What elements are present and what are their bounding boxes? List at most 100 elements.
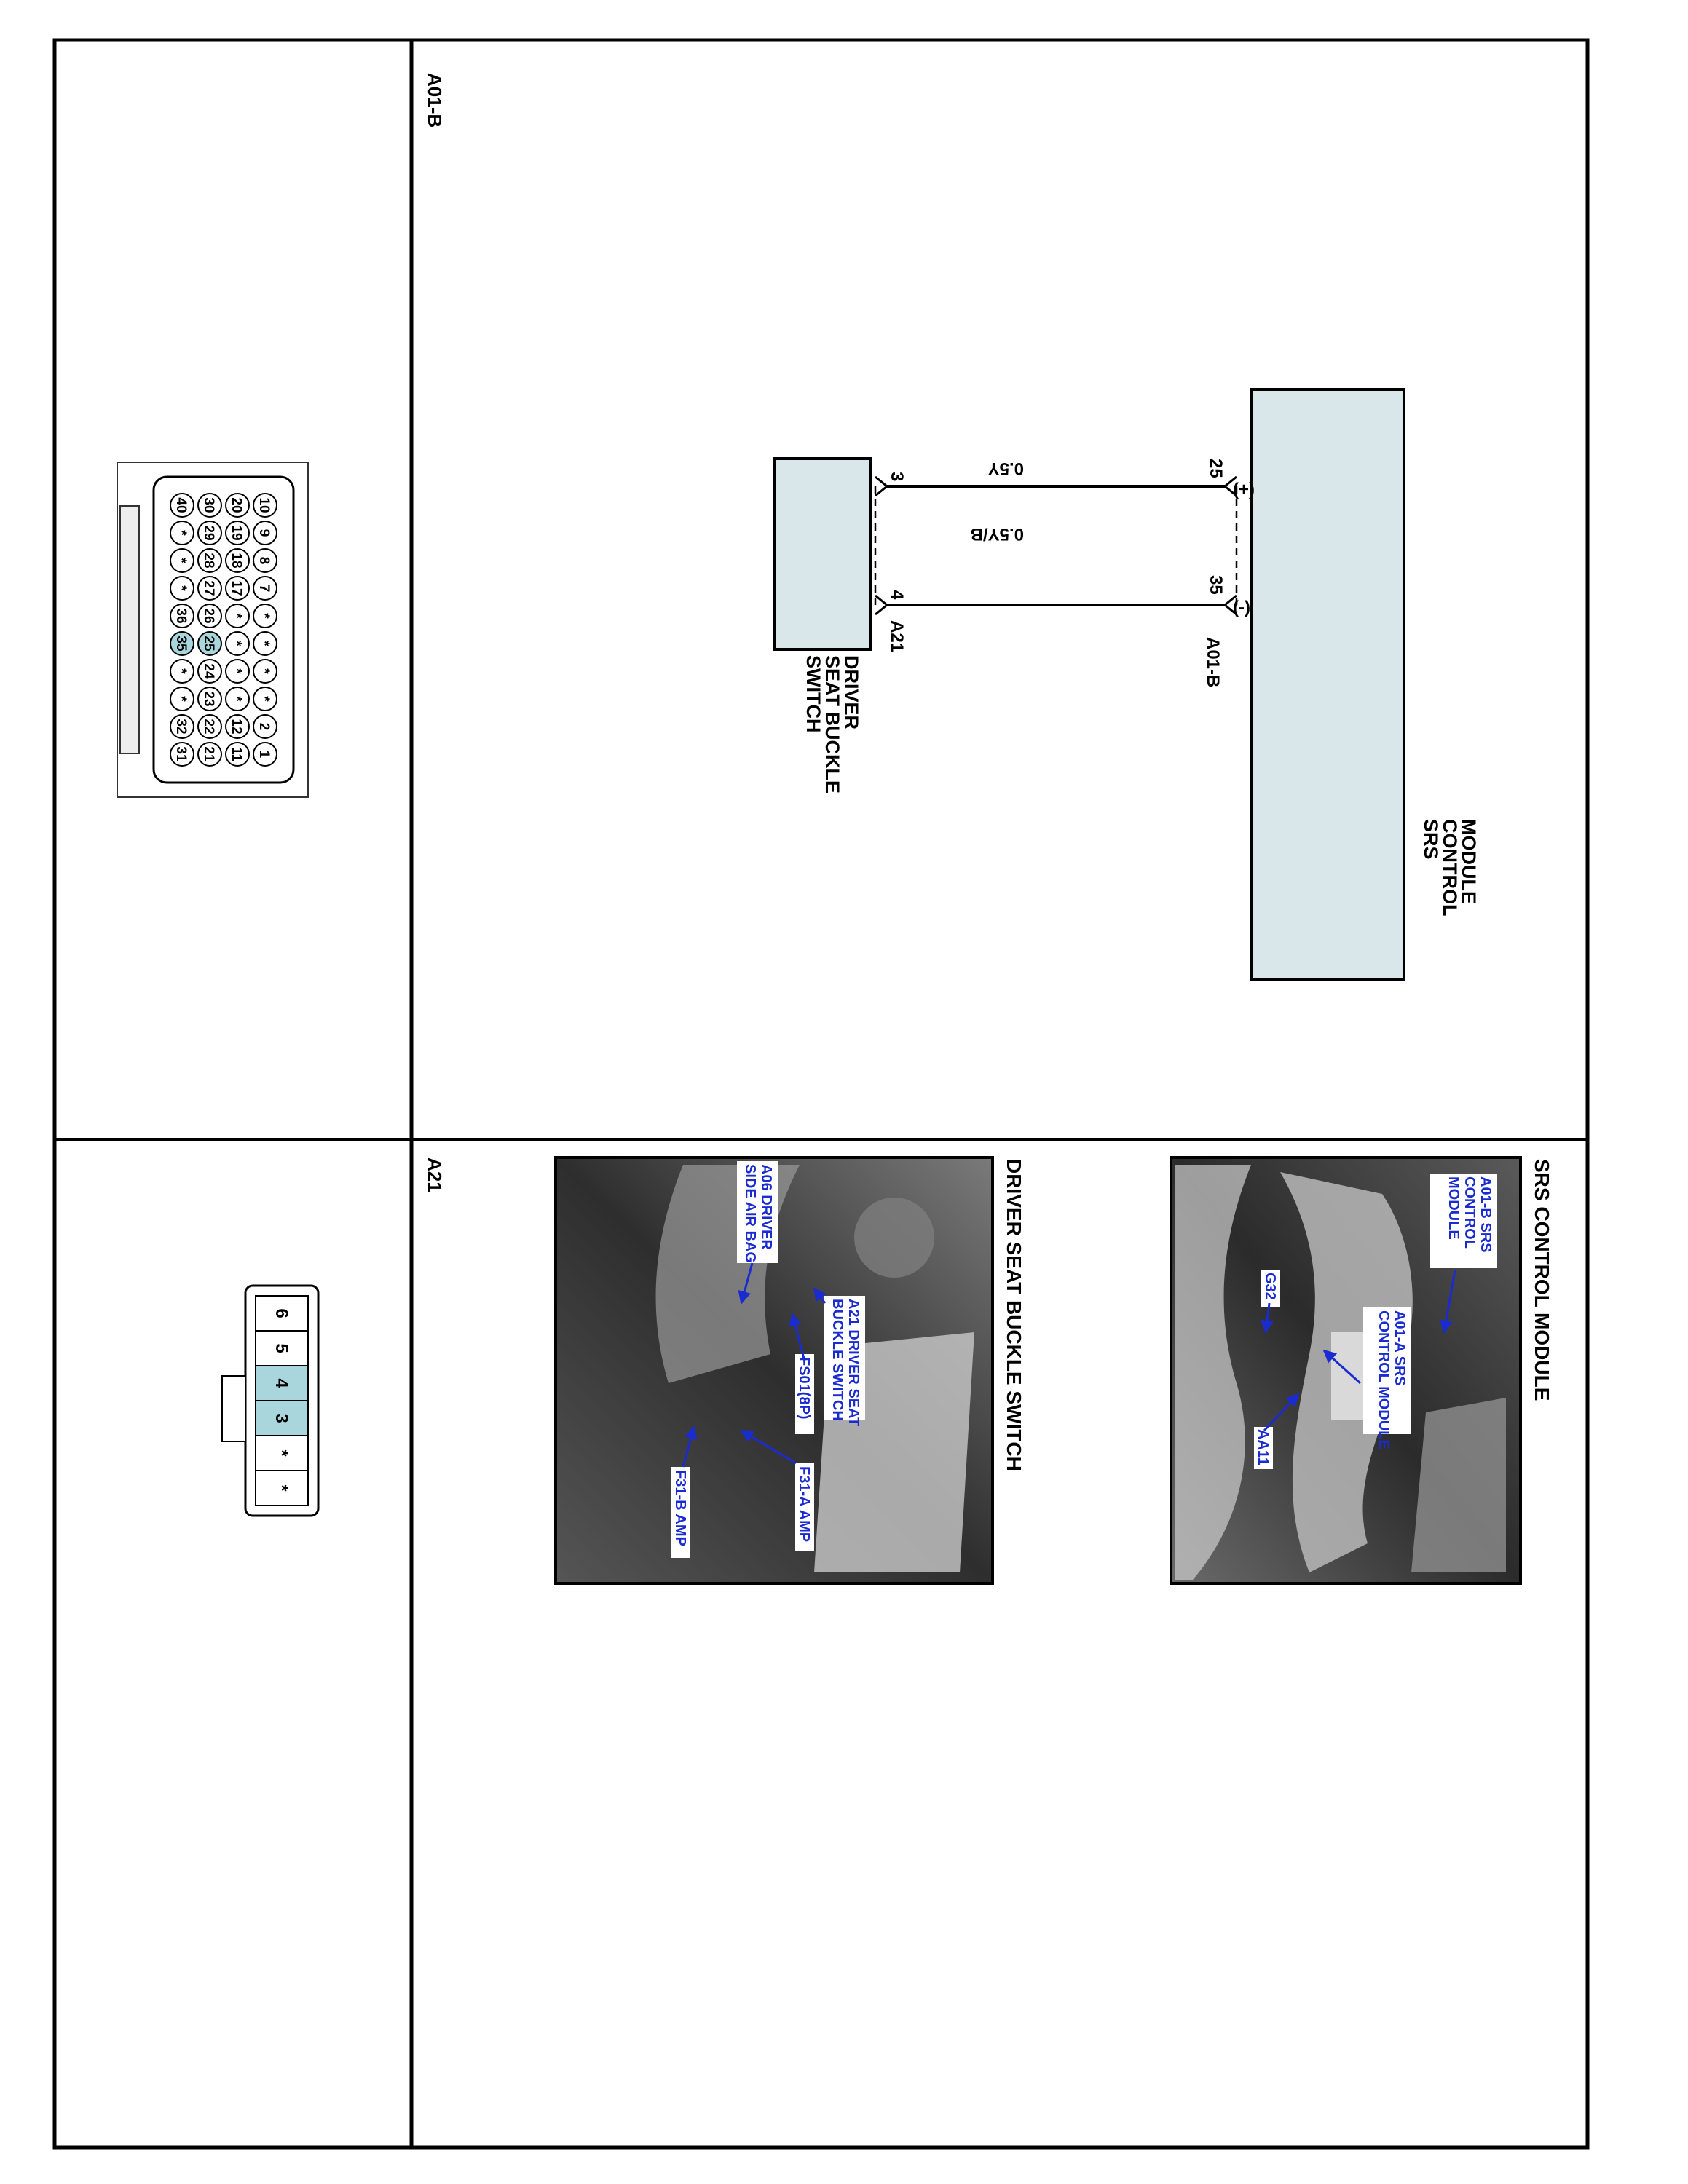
- pin-number: 40: [173, 497, 189, 513]
- module-connector-name: A01-B: [1203, 637, 1223, 687]
- pin-number: 30: [201, 497, 216, 513]
- pin-number: 19: [229, 525, 244, 540]
- label-f31a-amp: F31-A AMP: [740, 1429, 814, 1551]
- label-a21-line2: BUCKLE SWITCH: [829, 1299, 845, 1421]
- pin-cavity: [170, 576, 194, 601]
- outer-frame: [52, 38, 1590, 2150]
- pin-number: 9: [256, 529, 272, 537]
- pin-cavity: [253, 521, 277, 545]
- switch-connector-name: A21: [887, 620, 907, 652]
- connector-a01b-drawing: 10987****2120191817****12113029282726252…: [117, 462, 309, 798]
- pin-number: 2: [256, 723, 272, 731]
- label-a06-line2: SIDE AIR BAG: [742, 1164, 758, 1263]
- photo-bracket-shape: [1411, 1398, 1506, 1572]
- pin-number: 21: [201, 746, 216, 762]
- label-a06-driver-side-air-bag: A06 DRIVER SIDE AIR BAG: [737, 1161, 778, 1305]
- photo-buckle-title: DRIVER SEAT BUCKLE SWITCH: [1003, 1159, 1025, 1471]
- pin-cavity: [197, 742, 222, 767]
- switch-label-3: SWITCH: [802, 655, 824, 732]
- label-g32: G32: [1261, 1270, 1280, 1334]
- pin-cavity: [225, 631, 250, 656]
- module-pin-35: 35: [1206, 575, 1226, 595]
- srs-control-module-box: [1250, 388, 1405, 981]
- pin-number: *: [272, 1449, 291, 1457]
- pin-number: *: [256, 613, 272, 619]
- pin-number: 7: [256, 585, 272, 593]
- pin-cavity: [197, 521, 222, 545]
- pin-cavity: [197, 714, 222, 739]
- pin-number: 11: [229, 747, 244, 762]
- pin-cavity: [225, 493, 250, 518]
- photo-driver-seat-buckle-switch: DRIVER SEAT BUCKLE SWITCH A21 DRIVER SEA…: [554, 1156, 1025, 1585]
- pin-cavity: [253, 576, 277, 601]
- pin-number: *: [229, 641, 244, 646]
- pin-cavity: [170, 742, 194, 767]
- pin-number: 27: [201, 580, 216, 596]
- label-fs01-text: FS01(8P): [796, 1357, 812, 1420]
- pin-number: *: [229, 696, 244, 702]
- pin-cavity: [253, 493, 277, 518]
- label-a01a-line1: A01-A SRS: [1392, 1310, 1408, 1386]
- pin-number: 17: [229, 580, 244, 596]
- label-a01b-srs-module: A01-B SRS CONTROL MODULE: [1430, 1174, 1497, 1334]
- label-a01a-srs-module: A01-A SRS CONTROL MODULE: [1322, 1307, 1411, 1449]
- switch-terminal-4: [875, 594, 889, 616]
- connector-a01b-panel: A01-B 10987****2120191817****12113029282…: [117, 73, 446, 798]
- pin-cavity: [225, 659, 250, 684]
- switch-pin-4: 4: [887, 590, 907, 600]
- pin-number: *: [272, 1484, 291, 1492]
- pin-number: 31: [173, 746, 189, 762]
- srs-module-label-1: SRS: [1420, 819, 1442, 860]
- pin-number: 24: [201, 663, 216, 679]
- pin-cavity: [253, 604, 277, 628]
- pin-cavity: [253, 742, 277, 767]
- connector-a01b-latch: [119, 505, 140, 754]
- pin-number: *: [256, 641, 272, 646]
- label-a06-line1: A06 DRIVER: [758, 1164, 774, 1250]
- pin-cavity: [225, 604, 250, 628]
- pin-cavity: [253, 631, 277, 656]
- pin-cavity: [197, 576, 222, 601]
- label-a01b-line1: A01-B SRS: [1478, 1176, 1494, 1252]
- pin-number: 10: [256, 497, 272, 513]
- label-fs01: FS01(8P): [789, 1313, 814, 1434]
- pin-number: *: [256, 668, 272, 674]
- pin-cavity: [225, 576, 250, 601]
- pin-number: *: [173, 585, 189, 591]
- pin-cavity: [170, 687, 194, 711]
- pin-cavity: [170, 659, 194, 684]
- pin-cavity: [197, 493, 222, 518]
- label-g32-text: G32: [1262, 1273, 1278, 1300]
- switch-label-2: SEAT BUCKLE: [821, 655, 843, 794]
- pin-number: 5: [272, 1343, 291, 1353]
- pin-cavity: [225, 687, 250, 711]
- connector-a01b-title: A01-B: [424, 73, 446, 127]
- pin-cavity: [170, 714, 194, 739]
- connector-a21-title: A21: [424, 1158, 446, 1192]
- srs-module-label-2: CONTROL: [1439, 819, 1461, 916]
- pin-number: 32: [173, 719, 189, 734]
- label-a21-driver-seat-buckle-switch: A21 DRIVER SEAT BUCKLE SWITCH: [813, 1287, 865, 1426]
- pin-cavity: [253, 548, 277, 573]
- pin-number: 26: [201, 608, 216, 623]
- pin-cavity: [170, 604, 194, 628]
- pin-number: 35: [173, 636, 189, 652]
- pin-number: 28: [201, 553, 216, 568]
- switch-label-1: DRIVER: [840, 655, 862, 729]
- srs-module-label-3: MODULE: [1458, 819, 1480, 904]
- pin-cavity: [255, 1470, 309, 1506]
- label-aa11-text: AA11: [1255, 1429, 1271, 1465]
- switch-pin-3: 3: [887, 472, 907, 481]
- label-a21-line1: A21 DRIVER SEAT: [845, 1299, 861, 1426]
- connector-a21-latch: [221, 1375, 246, 1442]
- pin-cavity: [197, 548, 222, 573]
- pin-cavity: [197, 659, 222, 684]
- label-f31a-text: F31-A AMP: [796, 1466, 812, 1542]
- pin-number: 22: [201, 719, 216, 734]
- switch-terminal-3: [875, 475, 889, 497]
- pin-cavity: [170, 493, 194, 518]
- pin-number: 1: [256, 751, 272, 759]
- wire-2-label: 0.5Y/B: [971, 524, 1024, 544]
